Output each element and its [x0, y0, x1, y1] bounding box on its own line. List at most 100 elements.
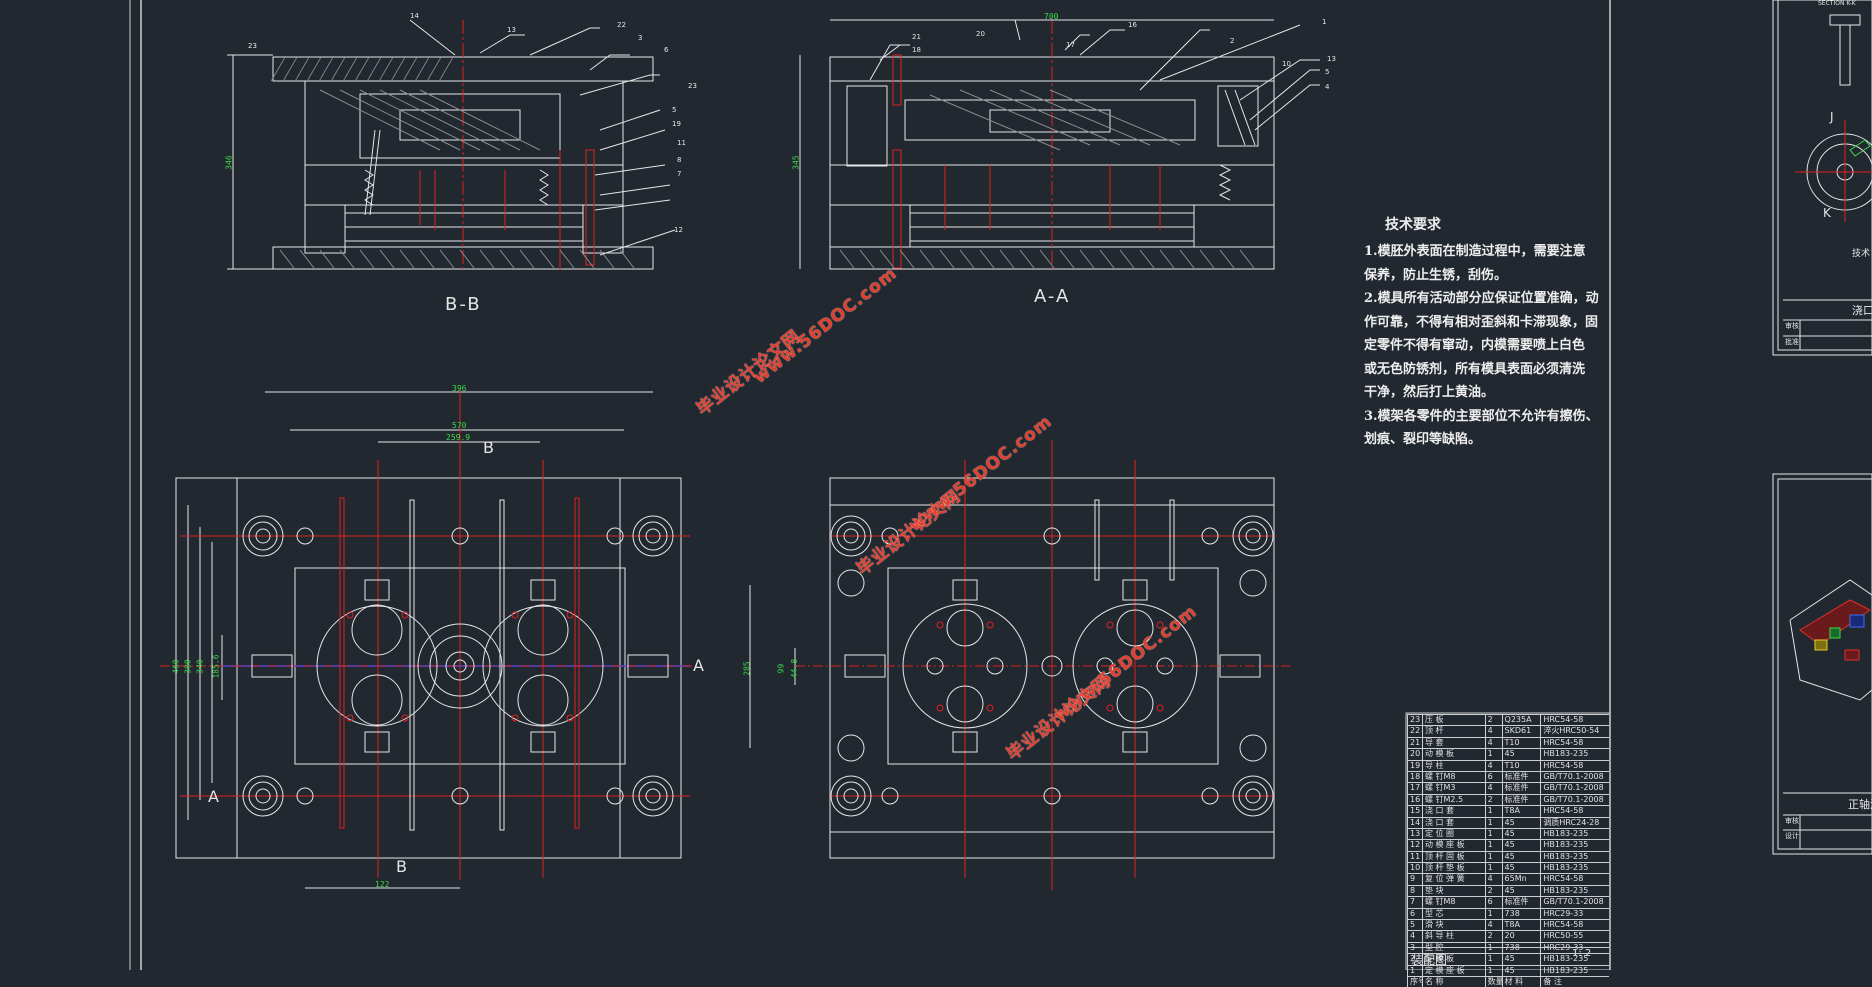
right-panel-mid-title: 浇口: [1852, 304, 1872, 317]
callout: 6: [664, 46, 669, 54]
right-panel-row: 批准: [1785, 338, 1799, 346]
moving-plate: [304, 164, 624, 206]
bom-cell: 螺 钉M8: [1421, 897, 1485, 908]
bom-cell: T10: [1501, 760, 1541, 771]
bom-cell: T8A: [1501, 920, 1541, 931]
bom-cell: HB183-235: [1540, 885, 1609, 897]
bom-cell: 2: [1484, 794, 1502, 806]
dim-label: 345: [791, 155, 801, 170]
bom-cell: 复 位 弹 簧: [1421, 874, 1485, 885]
plan-view-right: [749, 440, 1290, 890]
dim-label: 570: [452, 421, 467, 430]
bom-cell: 标准件: [1501, 897, 1541, 908]
bom-cell: 4: [1484, 783, 1502, 794]
callout: 2: [1230, 37, 1235, 45]
bom-cell: HRC54-58: [1540, 806, 1609, 817]
bom-cell: 型 芯: [1421, 908, 1485, 920]
bom-cell: 螺 钉M8: [1421, 771, 1485, 783]
view-caption-bb: B-B: [445, 294, 482, 315]
tech-line: 划痕、裂印等缺陷。: [1364, 432, 1482, 447]
title-block-name: 装配图: [1411, 953, 1448, 967]
bom-cell: 6: [1407, 908, 1422, 920]
bom-cell: 调质HRC24-28: [1540, 817, 1609, 828]
core-block: [399, 109, 521, 141]
callout: 23: [688, 82, 697, 90]
title-block-scale: 1: 2: [1572, 948, 1592, 959]
bom-cell: 1: [1484, 954, 1502, 965]
bom-cell: 45: [1501, 863, 1541, 874]
bom-cell: 1: [1484, 828, 1502, 840]
bom-cell: 螺 钉M2.5: [1421, 794, 1485, 806]
callout: 4: [1325, 83, 1330, 91]
bom-cell: 螺 钉M3: [1421, 783, 1485, 794]
bom-cell: 1: [1484, 806, 1502, 817]
bom-cell: 浇 口 套: [1421, 817, 1485, 828]
cavity-block: [359, 93, 561, 159]
bom-cell: 2: [1484, 885, 1502, 897]
bom-cell: GB/T70.1-2008: [1540, 771, 1609, 783]
section-mark-a-right: A: [693, 656, 706, 675]
callout: 13: [507, 26, 516, 34]
bom-cell: HB183-235: [1540, 851, 1609, 863]
callout: 18: [912, 46, 921, 54]
spacer-left: [304, 204, 346, 254]
bom-cell: 45: [1501, 851, 1541, 863]
callout: 22: [617, 21, 626, 29]
bom-cell: 1: [1484, 840, 1502, 851]
bom-cell: HB183-235: [1540, 749, 1609, 760]
right-panel-row: 审核: [1785, 322, 1799, 330]
bom-cell: 4: [1484, 726, 1502, 737]
bom-cell: Q235A: [1501, 715, 1541, 726]
bom-cell: 6: [1484, 897, 1502, 908]
bom-cell: 14: [1407, 817, 1422, 828]
bom-cell: 9: [1407, 874, 1422, 885]
bom-cell: 动 模 座 板: [1421, 840, 1485, 851]
tech-line: 作可靠，不得有相对歪斜和卡滞现象，固: [1364, 314, 1599, 330]
right-panel-section-text: SECTION K-K: [1818, 0, 1856, 7]
bom-cell: 65Mn: [1501, 874, 1541, 885]
dim-label: 396: [452, 384, 467, 393]
bom-cell: 名 称: [1421, 977, 1485, 987]
bom-cell: 材 料: [1501, 977, 1541, 987]
bom-cell: 10: [1407, 863, 1422, 874]
bom-cell: HB183-235: [1540, 954, 1609, 965]
tech-line: 定零件不得有窜动，内模需要喷上白色: [1364, 338, 1586, 353]
callout: 21: [912, 33, 921, 41]
bom-cell: 45: [1501, 954, 1541, 965]
bom-cell: HRC50-55: [1540, 931, 1609, 942]
section-mark-a-left: A: [208, 787, 221, 806]
dim-label: 346: [224, 155, 234, 170]
bom-cell: 4: [1484, 737, 1502, 749]
dim-label: 122: [375, 880, 390, 889]
bom-cell: 导 套: [1421, 737, 1485, 749]
callout: 8: [677, 156, 682, 164]
bom-cell: 2: [1407, 954, 1422, 965]
bom-cell: 淬火HRC50-54: [1540, 726, 1609, 737]
bom-cell: 2: [1484, 931, 1502, 942]
bom-cell: GB/T70.1-2008: [1540, 897, 1609, 908]
bom-cell: 顶 杆 固 板: [1421, 851, 1485, 863]
bom-cell: 15: [1407, 806, 1422, 817]
bom-cell: 6: [1484, 771, 1502, 783]
bom-cell: 垫 块: [1421, 885, 1485, 897]
bom-cell: 7: [1407, 897, 1422, 908]
bom-cell: 动 模 板: [1421, 749, 1485, 760]
section-mark-j: J: [1830, 110, 1836, 124]
bom-cell: GB/T70.1-2008: [1540, 794, 1609, 806]
bom-cell: 45: [1501, 749, 1541, 760]
bom-cell: GB/T70.1-2008: [1540, 783, 1609, 794]
bom-cell: 压 板: [1421, 715, 1485, 726]
bom-cell: 13: [1407, 828, 1422, 840]
right-panel-bottom-title: 正轴测: [1848, 798, 1872, 811]
